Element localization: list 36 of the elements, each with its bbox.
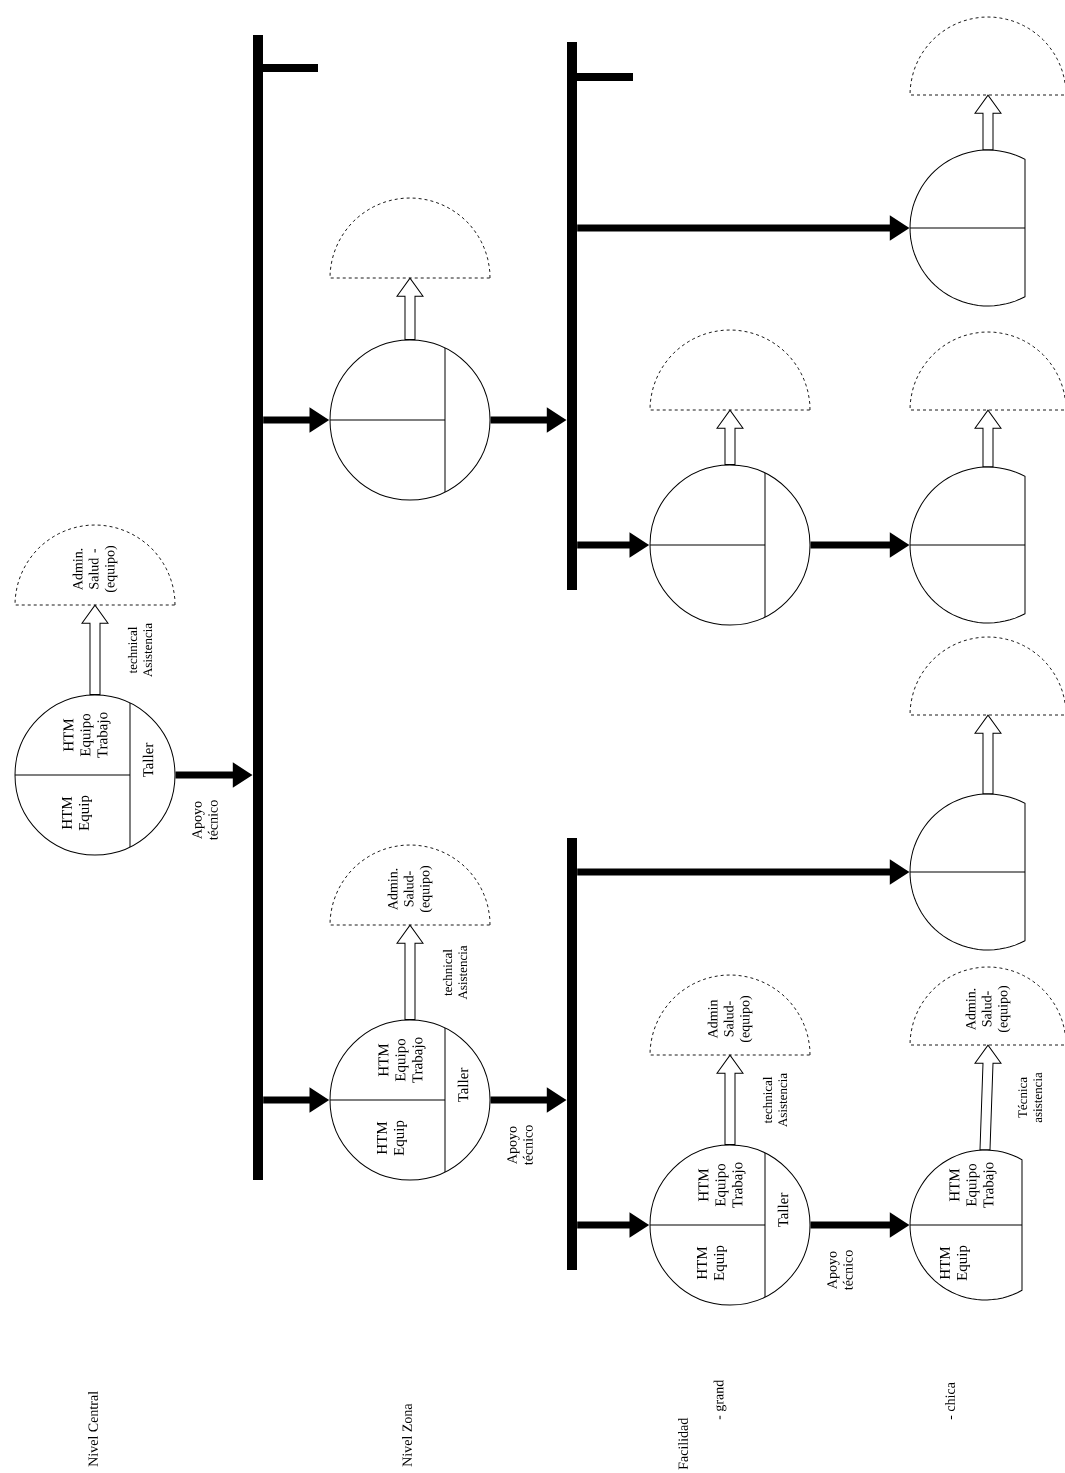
edge-label: technical Asistencia bbox=[442, 945, 468, 1000]
edge-label: Técnica asistencia bbox=[1017, 1072, 1043, 1123]
edge-label: technical Asistencia bbox=[762, 1073, 788, 1127]
dashed-semicircle bbox=[909, 331, 1065, 411]
arrow bbox=[716, 409, 744, 465]
arrow bbox=[974, 409, 1002, 468]
arrow bbox=[81, 604, 109, 695]
dashed-semicircle: Admin. Salud- (equipo) bbox=[329, 844, 491, 926]
dashed-semicircle bbox=[909, 16, 1065, 96]
arrow bbox=[396, 924, 424, 1020]
divided-circle bbox=[649, 464, 811, 626]
divided-circle bbox=[329, 339, 491, 501]
level-label: Nivel Zona bbox=[402, 1403, 412, 1467]
dashed-semicircle: Admin Salud- (equipo) bbox=[649, 974, 811, 1056]
dashed-semicircle bbox=[909, 636, 1065, 716]
level-label: Nivel Central bbox=[88, 1391, 98, 1467]
truncated-circle bbox=[909, 793, 1026, 951]
dashed-semicircle bbox=[329, 197, 491, 279]
level-label: - grand bbox=[713, 1379, 727, 1420]
dashed-semicircle: Admin. Salud- (equipo) bbox=[909, 966, 1065, 1046]
dashed-semicircle bbox=[649, 329, 811, 411]
edge-label: Apoyo técnico bbox=[507, 1125, 533, 1166]
level-label: - chica bbox=[945, 1382, 955, 1420]
edge-label: Apoyo técnico bbox=[192, 800, 218, 841]
dashed-semicircle: Admin. Salud - (equipo) bbox=[14, 524, 176, 606]
arrow bbox=[974, 94, 1002, 151]
truncated-circle bbox=[909, 149, 1026, 307]
arrow bbox=[974, 1044, 1002, 1151]
arrow bbox=[396, 277, 424, 340]
level-label: Facilidad bbox=[678, 1417, 688, 1470]
truncated-circle bbox=[909, 466, 1026, 624]
edge-label: technical Asistencia bbox=[127, 623, 153, 677]
arrow bbox=[974, 714, 1002, 795]
bus-bar bbox=[567, 838, 577, 1270]
arrow bbox=[716, 1054, 744, 1145]
edge-label: Apoyo técnico bbox=[827, 1250, 853, 1291]
